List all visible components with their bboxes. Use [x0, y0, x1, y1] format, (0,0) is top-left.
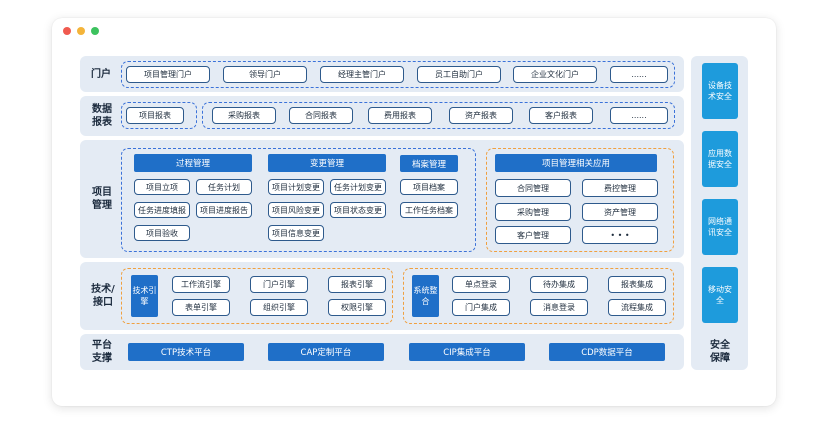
process-item-progress-report[interactable]: 项目进度报告 [196, 202, 252, 218]
engine-item-workflow[interactable]: 工作流引擎 [172, 276, 230, 293]
integration-item-sso[interactable]: 单点登录 [452, 276, 510, 293]
change-item-info[interactable]: 项目信息变更 [268, 225, 324, 241]
platform-label: 平台支撑 [92, 340, 112, 364]
change-item-risk[interactable]: 项目风险变更 [268, 202, 324, 218]
platform-item-cdp[interactable]: CDP数据平台 [549, 343, 665, 361]
report-item-expense[interactable]: 费用报表 [368, 107, 432, 124]
tech-label: 技术/接口 [91, 284, 115, 308]
report-item-purchase[interactable]: 采购报表 [212, 107, 276, 124]
window-minimize-dot[interactable] [77, 27, 85, 35]
portal-item-culture[interactable]: 企业文化门户 [513, 66, 597, 83]
report-item-project[interactable]: 项目报表 [126, 107, 184, 124]
portal-label: 门户 [91, 68, 111, 80]
integration-group [403, 268, 674, 324]
platform-item-cap[interactable]: CAP定制平台 [268, 343, 384, 361]
change-item-plan[interactable]: 项目计划变更 [268, 179, 324, 195]
related-header[interactable]: 项目管理相关应用 [495, 154, 657, 172]
security-item-device[interactable]: 设备技术安全 [702, 63, 738, 119]
platform-item-ctp[interactable]: CTP技术平台 [128, 343, 244, 361]
related-item-purchase[interactable]: 采购管理 [495, 203, 571, 221]
archive-item-project[interactable]: 项目档案 [400, 179, 458, 195]
tech-layer [80, 262, 684, 330]
change-header[interactable]: 变更管理 [268, 154, 386, 172]
process-item-acceptance[interactable]: 项目验收 [134, 225, 190, 241]
related-item-more[interactable]: • • • [582, 226, 658, 244]
report-item-asset[interactable]: 资产报表 [449, 107, 513, 124]
change-item-task-plan[interactable]: 任务计划变更 [330, 179, 386, 195]
project-core-group [121, 148, 476, 252]
related-item-asset[interactable]: 资产管理 [582, 203, 658, 221]
security-item-app-data[interactable]: 应用数据安全 [702, 131, 738, 187]
archive-item-task[interactable]: 工作任务档案 [400, 202, 458, 218]
integration-item-message[interactable]: 消息登录 [530, 299, 588, 316]
integration-item-process[interactable]: 流程集成 [608, 299, 666, 316]
related-item-customer[interactable]: 客户管理 [495, 226, 571, 244]
portal-group [121, 61, 675, 88]
report-item-customer[interactable]: 客户报表 [529, 107, 593, 124]
integration-title[interactable]: 系统整合 [412, 275, 439, 317]
security-item-mobile[interactable]: 移动安全 [702, 267, 738, 323]
portal-item-project[interactable]: 项目管理门户 [126, 66, 210, 83]
reports-primary-group [121, 102, 197, 129]
engine-item-permission[interactable]: 权限引擎 [328, 299, 386, 316]
engine-item-report[interactable]: 报表引擎 [328, 276, 386, 293]
change-item-status[interactable]: 项目状态变更 [330, 202, 386, 218]
engine-title[interactable]: 技术引擎 [131, 275, 158, 317]
project-label: 项目管理 [92, 187, 112, 211]
window-close-dot[interactable] [63, 27, 71, 35]
reports-group [202, 102, 675, 129]
integration-item-portal[interactable]: 门户集成 [452, 299, 510, 316]
process-item-initiation[interactable]: 项目立项 [134, 179, 190, 195]
related-apps-group [486, 148, 674, 252]
portal-item-employee[interactable]: 员工自助门户 [417, 66, 501, 83]
window-maximize-dot[interactable] [91, 27, 99, 35]
report-item-more[interactable]: ...... [610, 107, 668, 124]
integration-item-report[interactable]: 报表集成 [608, 276, 666, 293]
portal-item-manager[interactable]: 经理主管门户 [320, 66, 404, 83]
engine-item-portal[interactable]: 门户引擎 [250, 276, 308, 293]
process-header[interactable]: 过程管理 [134, 154, 252, 172]
engine-item-form[interactable]: 表单引擎 [172, 299, 230, 316]
process-item-progress-fill[interactable]: 任务进度填报 [134, 202, 190, 218]
portal-item-leader[interactable]: 领导门户 [223, 66, 307, 83]
report-item-contract[interactable]: 合同报表 [289, 107, 353, 124]
archive-header[interactable]: 档案管理 [400, 155, 458, 172]
related-item-expense[interactable]: 费控管理 [582, 179, 658, 197]
security-item-network[interactable]: 网络通讯安全 [702, 199, 738, 255]
platform-item-cip[interactable]: CIP集成平台 [409, 343, 525, 361]
portal-item-more[interactable]: ...... [610, 66, 668, 83]
related-item-contract[interactable]: 合同管理 [495, 179, 571, 197]
integration-item-todo[interactable]: 待办集成 [530, 276, 588, 293]
engine-item-org[interactable]: 组织引擎 [250, 299, 308, 316]
process-item-task-plan[interactable]: 任务计划 [196, 179, 252, 195]
security-label: 安全保障 [710, 340, 730, 364]
engine-group [121, 268, 393, 324]
reports-label: 数据报表 [92, 104, 112, 128]
